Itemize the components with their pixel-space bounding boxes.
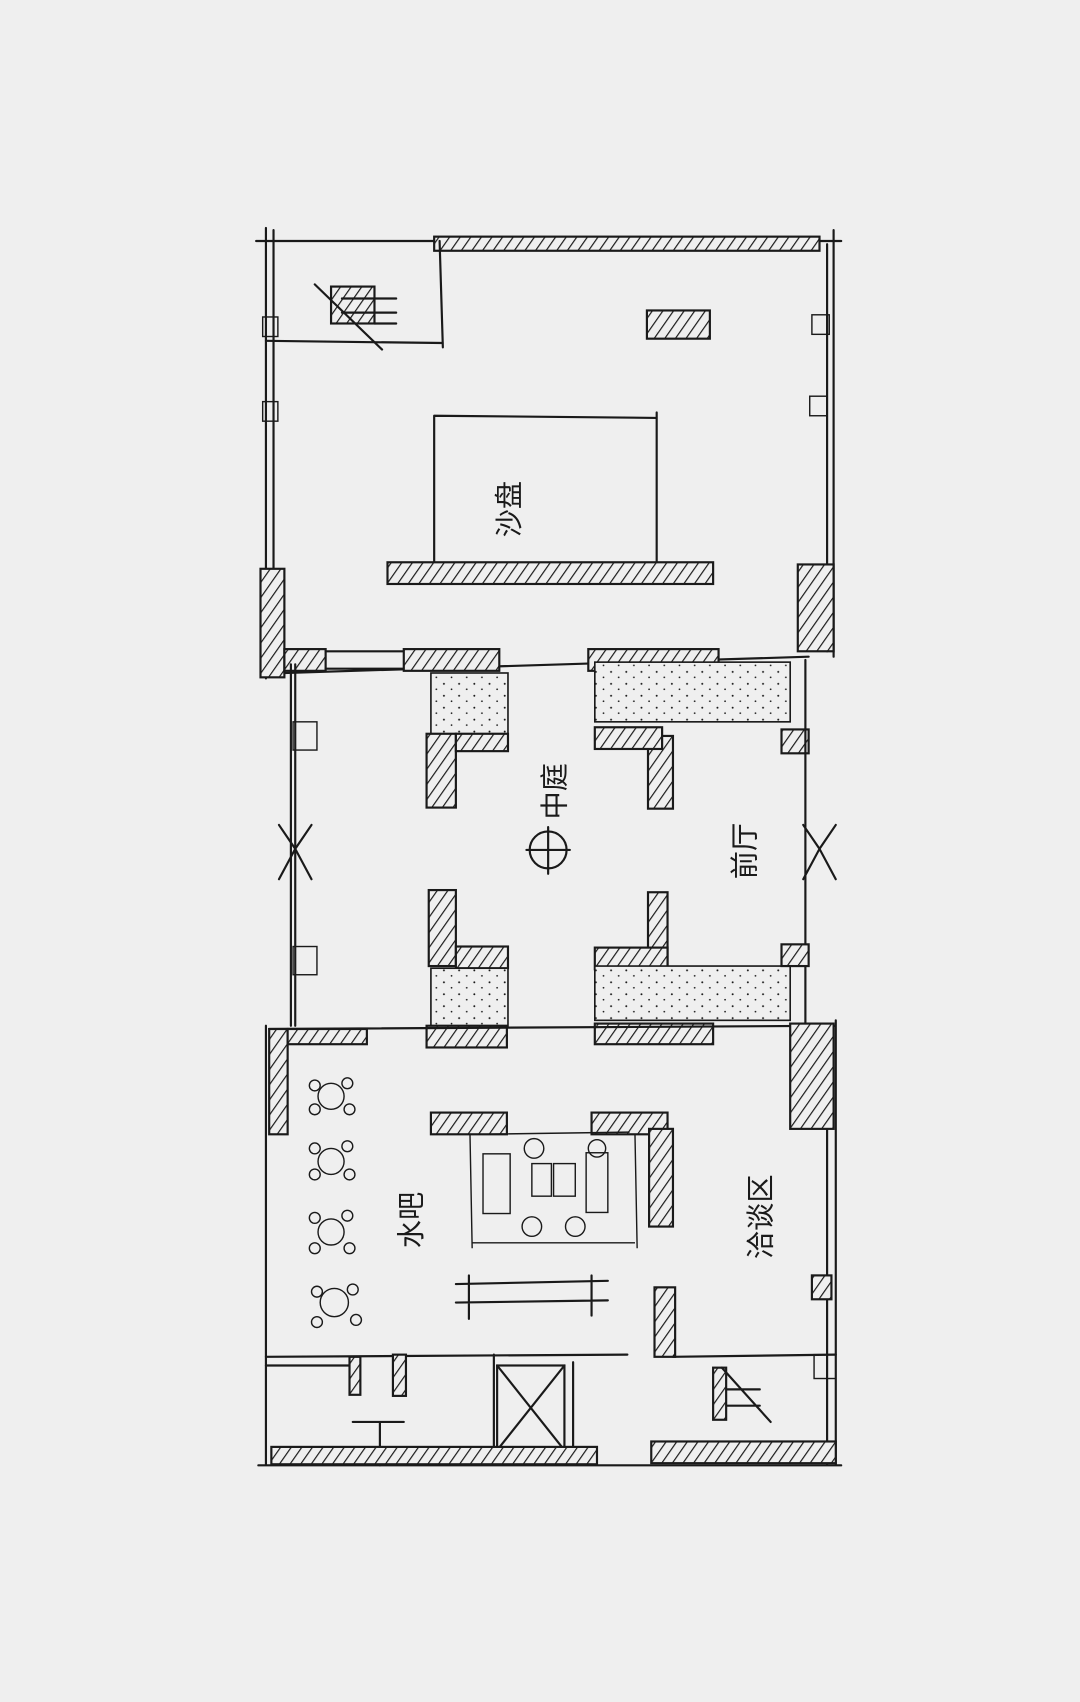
- elevator-icon: [492, 1353, 575, 1462]
- atrium-marker-icon: [525, 826, 571, 875]
- label-water-bar: 水吧: [395, 1192, 428, 1248]
- stair-icon: [313, 283, 398, 351]
- label-sand-table: 沙盘: [493, 481, 526, 537]
- label-negotiation: 洽谈区: [745, 1174, 778, 1259]
- dining-tables: [308, 1077, 363, 1329]
- sofa-set: [469, 1131, 638, 1249]
- middle-hall: [277, 648, 837, 1049]
- door-left-icon: [277, 823, 313, 881]
- lower-room: [257, 1019, 843, 1467]
- stair-lower-icon: [712, 1366, 772, 1424]
- upper-room: [255, 226, 843, 680]
- label-atrium: 中庭: [538, 763, 571, 819]
- label-lobby: 前厅: [728, 823, 761, 879]
- door-right-icon: [802, 823, 837, 881]
